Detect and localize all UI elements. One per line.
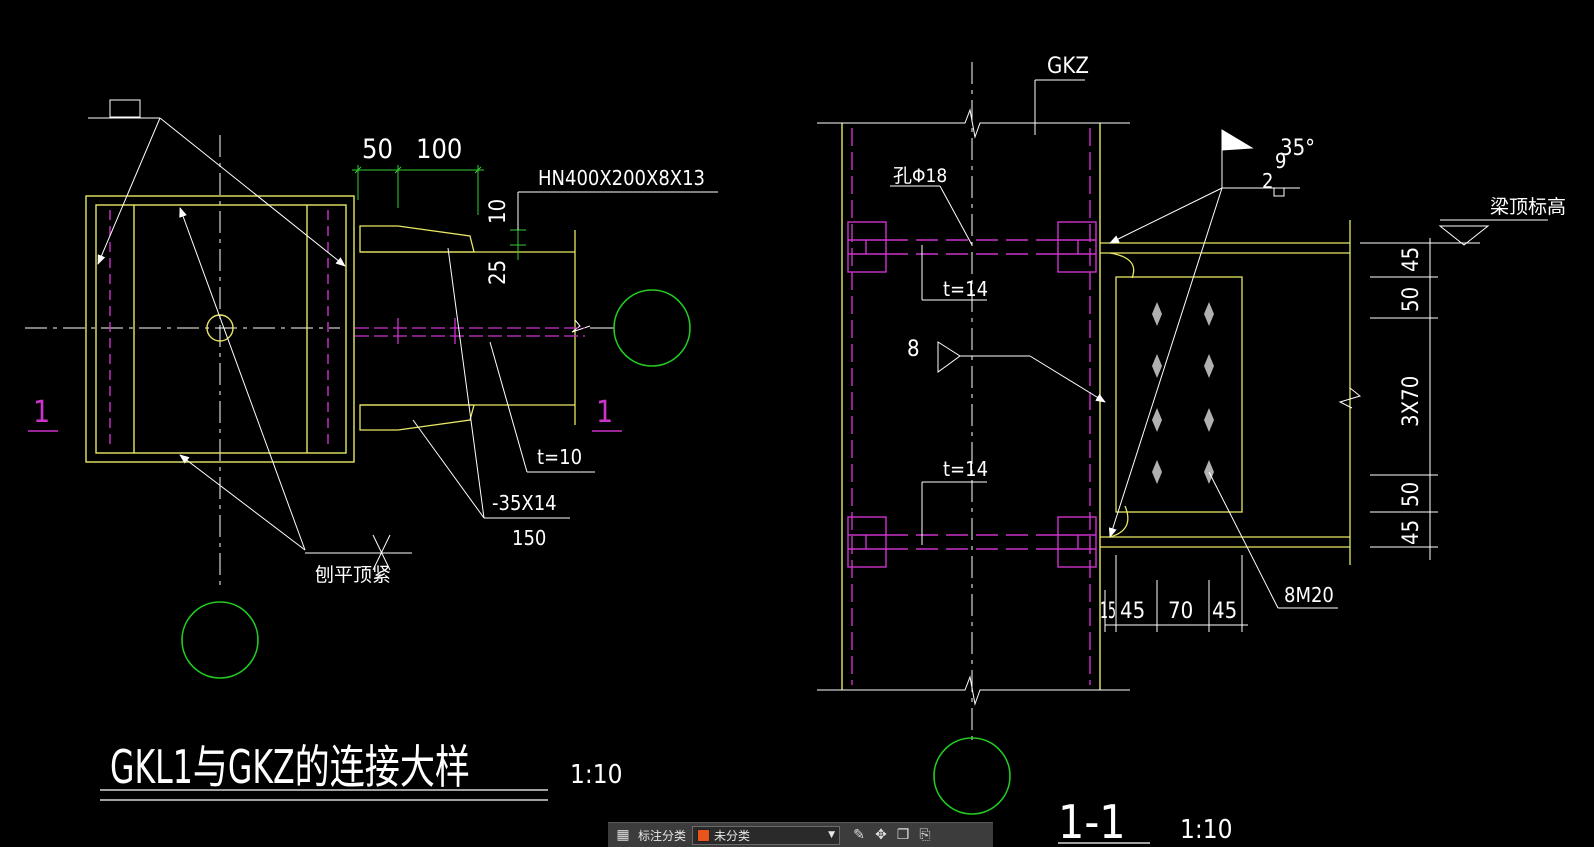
weld-angle: 35° — [1280, 136, 1315, 161]
column-elevation — [841, 123, 1101, 690]
dim-right-45-bottom: 45 — [1399, 520, 1424, 545]
left-view — [25, 99, 718, 801]
bolt-label: 8M20 — [1284, 583, 1334, 607]
dim-bottom-45-left: 45 — [1120, 599, 1145, 624]
top-diaphragm — [847, 221, 1097, 273]
section-title: 1-1 — [1058, 795, 1126, 847]
dim-bottom-15: 15 — [1100, 599, 1116, 624]
beam-top-elevation: 梁顶标高 — [1490, 196, 1566, 218]
grid-icon[interactable]: ▦ — [616, 827, 630, 843]
weld-depth: 9 — [1275, 149, 1286, 173]
drawing-title: GKL1与GKZ的连接大样 — [110, 740, 470, 794]
left-dimensions — [352, 165, 526, 260]
section-mark-left: 1 — [33, 395, 50, 430]
axis-bubble-bottom — [181, 601, 259, 679]
weld-gap: 2 — [1262, 169, 1273, 193]
copy-icon[interactable]: ❐ — [896, 827, 910, 843]
plate-label: -35X14 — [492, 491, 557, 515]
dim-100: 100 — [416, 134, 462, 165]
dim-bottom-70: 70 — [1168, 599, 1193, 624]
bolt-group — [1152, 302, 1214, 484]
move-icon[interactable]: ✥ — [875, 827, 887, 843]
dim-bottom-45-right: 45 — [1212, 599, 1237, 624]
dim-50: 50 — [362, 134, 393, 165]
right-scale: 1:10 — [1180, 815, 1233, 845]
dim-25: 25 — [486, 260, 511, 285]
axis-bubble-column — [933, 737, 1011, 815]
dim-right-45-top: 45 — [1399, 247, 1424, 272]
weld-size: 8 — [907, 337, 920, 362]
plate-thickness-top: t=14 — [943, 277, 988, 301]
chevron-down-icon: ▼ — [828, 830, 836, 840]
plate-length: 150 — [512, 526, 546, 550]
paste-icon[interactable]: ⎘ — [919, 827, 931, 843]
annotation-category-toolbar: ▦ 标注分类 未分类 ▼ ✎ ✥ ❐ ⎘ — [608, 822, 993, 847]
bottom-diaphragm — [847, 516, 1097, 568]
stiffener-thickness: t=10 — [537, 445, 582, 469]
right-view — [817, 62, 1548, 844]
category-color-swatch — [697, 828, 711, 842]
beam-label: HN400X200X8X13 — [538, 166, 705, 190]
beam-stub — [359, 225, 576, 431]
hole-label: 孔Φ18 — [893, 165, 947, 187]
dim-10: 10 — [486, 199, 511, 224]
note-label: 刨平顶紧 — [315, 564, 391, 586]
left-scale: 1:10 — [570, 760, 623, 790]
edit-icon[interactable]: ✎ — [853, 827, 865, 843]
category-label: 标注分类 — [638, 828, 687, 843]
category-selected-value: 未分类 — [714, 828, 751, 843]
category-select[interactable]: 未分类 ▼ — [692, 825, 841, 845]
dim-right-50-bottom: 50 — [1399, 482, 1424, 507]
plate-thickness-bottom: t=14 — [943, 457, 988, 481]
beam-elevation — [1100, 220, 1351, 565]
dim-right-3x70: 3X70 — [1399, 376, 1424, 427]
column-label: GKZ — [1047, 54, 1089, 79]
axis-bubble-right — [613, 289, 691, 367]
right-dimensions — [1104, 238, 1438, 632]
dim-right-50-top: 50 — [1399, 287, 1424, 312]
column-section — [85, 195, 355, 463]
section-mark-right: 1 — [596, 395, 613, 430]
